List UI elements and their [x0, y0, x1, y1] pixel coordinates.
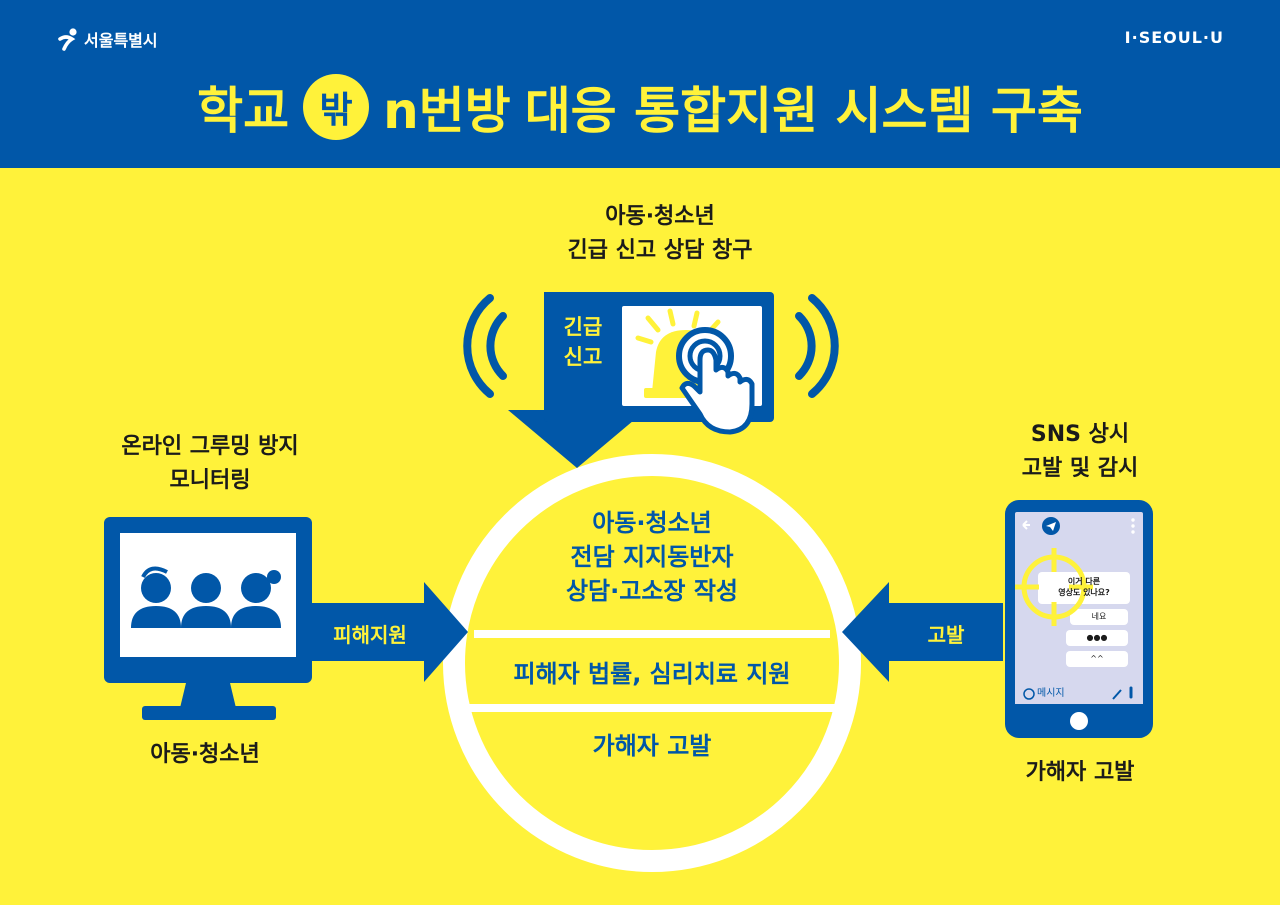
emoji-icon [1023, 688, 1035, 700]
offender-caption: 가해자 고발 [1025, 760, 1135, 785]
message-input[interactable]: 메시지 [1037, 688, 1065, 699]
center-ring [443, 454, 861, 872]
chat-bubble-1-line1: 이거 다른 [1067, 577, 1101, 586]
center-line1: 아동·청소년 [592, 509, 712, 537]
title-part-nroom: n번방 [383, 82, 511, 140]
monitor-stand [180, 683, 236, 708]
grooming-heading-line1: 온라인 그루밍 방지 [121, 434, 299, 459]
seoul-logo[interactable]: 서울특별시 [58, 26, 158, 52]
children-icon [131, 566, 281, 628]
pointing-hand-icon [679, 347, 755, 435]
chat-bubble-2: 네요 [1091, 612, 1107, 621]
iseoulu-logo[interactable]: I·SEOUL·U [1124, 28, 1224, 47]
signal-waves-left-icon [463, 294, 507, 398]
signal-waves-right-icon [795, 294, 839, 398]
emergency-heading-line2: 긴급 신고 상담 창구 [567, 238, 753, 263]
more-menu-icon [1131, 518, 1135, 534]
smartphone-graphic [1005, 500, 1153, 738]
monitor-graphic [104, 517, 312, 720]
emergency-panel-line2: 신고 [563, 345, 603, 369]
crosshair-icon [1015, 548, 1093, 626]
emergency-report-graphic [508, 292, 774, 468]
report-arrow [842, 582, 1003, 682]
seoul-symbol-icon [58, 28, 77, 51]
chat-bubble-4: ^^ [1090, 654, 1104, 663]
report-label: 고발 [927, 623, 965, 647]
title-part-system: 대응 통합지원 시스템 구축 [524, 82, 1083, 140]
chat-bubble-1-line2: 영상도 있나요? [1058, 588, 1110, 597]
center-offender-report: 가해자 고발 [592, 732, 712, 760]
emergency-heading-line1: 아동·청소년 [605, 204, 715, 229]
grooming-heading-line2: 모니터링 [169, 468, 251, 493]
victim-support-label: 피해지원 [333, 623, 407, 647]
center-line3: 상담·고소장 작성 [565, 577, 739, 605]
chat-bubble-1: 이거 다른 영상도 있나요? [1040, 576, 1128, 598]
attach-icon [1112, 689, 1122, 700]
victim-support-arrow [312, 582, 468, 682]
youth-caption: 아동·청소년 [150, 742, 260, 767]
sns-heading-line2: 고발 및 감시 [1021, 456, 1139, 481]
center-counseling: 아동·청소년 전담 지지동반자 상담·고소장 작성 [472, 506, 832, 608]
emergency-panel-line1: 긴급 [563, 315, 603, 339]
center-line2: 전담 지지동반자 [570, 543, 734, 571]
sns-heading-line1: SNS 상시 [1030, 422, 1130, 447]
page-title: 학교 밖 n번방 대응 통합지원 시스템 구축 [0, 72, 1280, 142]
chat-bubble-3: ●●● [1086, 633, 1108, 642]
header-banner: 서울특별시 I·SEOUL·U 학교 밖 n번방 대응 통합지원 시스템 구축 [0, 0, 1280, 168]
sns-heading: SNS 상시 고발 및 감시 [960, 418, 1200, 486]
grooming-heading: 온라인 그루밍 방지 모니터링 [60, 430, 360, 498]
emergency-heading: 아동·청소년 긴급 신고 상담 창구 [500, 200, 820, 268]
seoul-logo-text: 서울특별시 [84, 31, 158, 50]
title-badge-outside: 밖 [303, 74, 370, 140]
emergency-panel-label[interactable]: 긴급 신고 [550, 312, 616, 372]
center-legal-support: 피해자 법률, 심리치료 지원 [513, 660, 791, 688]
phone-home-button [1070, 712, 1088, 730]
title-part-school: 학교 [197, 82, 290, 140]
